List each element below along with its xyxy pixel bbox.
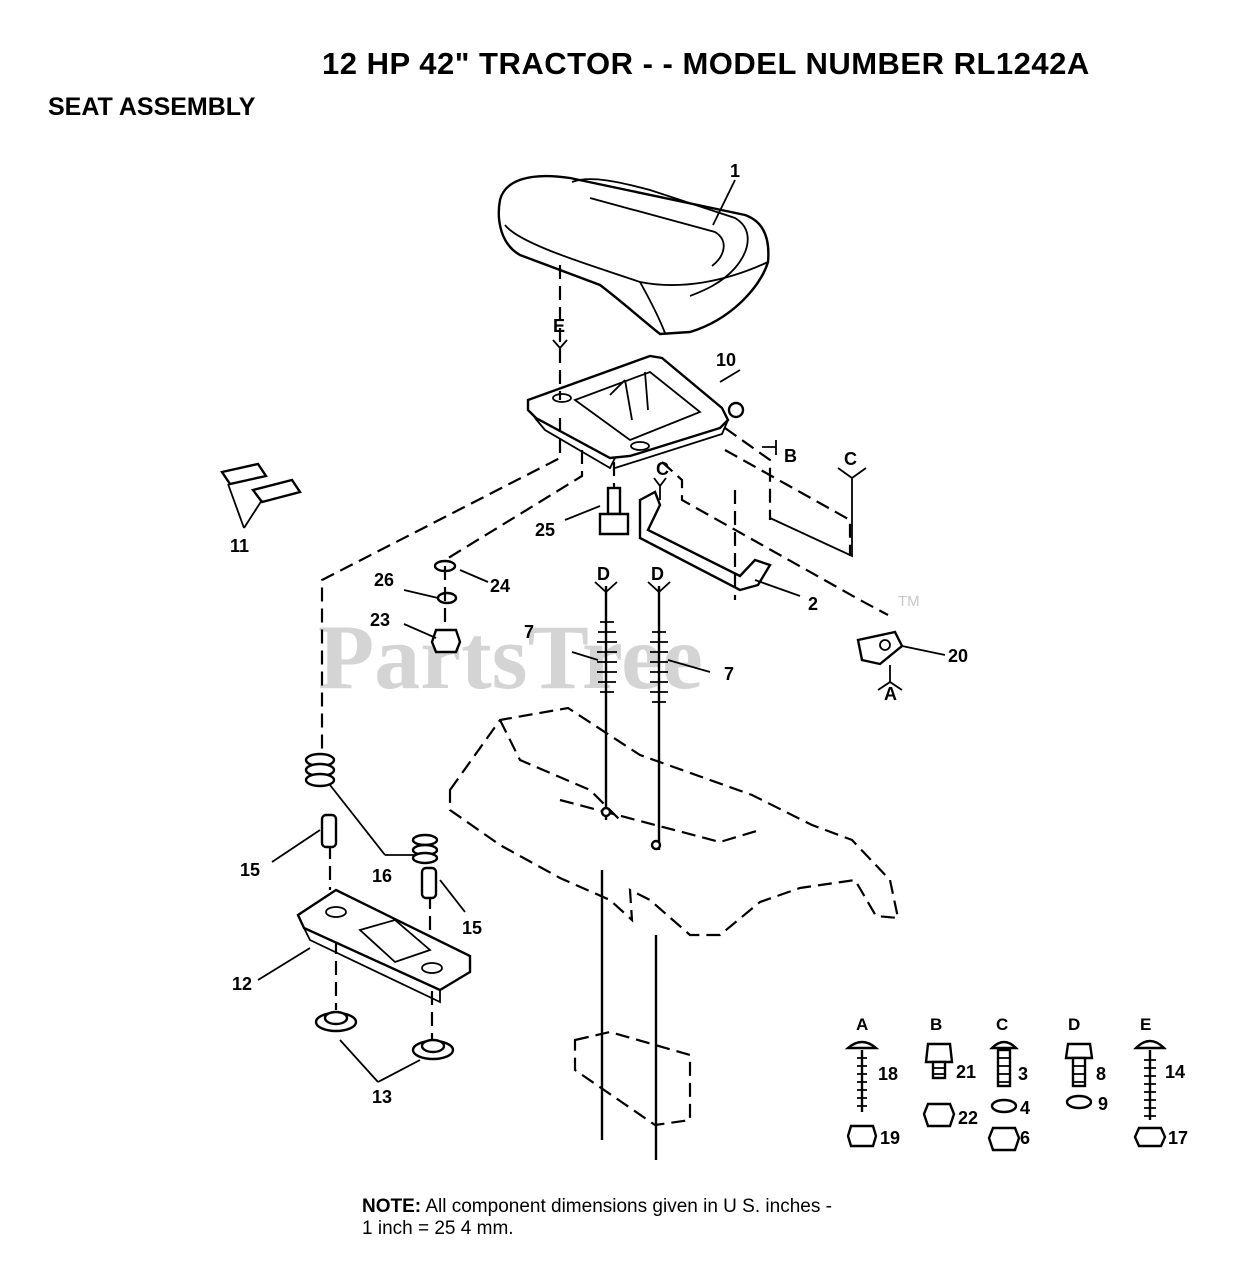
legend-letter-a: A xyxy=(856,1015,868,1034)
hardware-legend: A 18 19 B 21 22 C 3 4 6 D xyxy=(844,1015,1188,1152)
legend-letter-e: E xyxy=(1140,1015,1151,1034)
watermark-text: PartsTree xyxy=(318,606,703,708)
seat-pan-part xyxy=(526,354,745,470)
bracket-part xyxy=(638,490,801,597)
legend-part-22: 22 xyxy=(958,1108,978,1128)
dimension-note: NOTE: All component dimensions given in … xyxy=(362,1196,832,1240)
callout-d-right: D xyxy=(651,564,664,584)
legend-letter-b: B xyxy=(930,1015,942,1034)
seat-part xyxy=(497,174,770,336)
callout-16: 16 xyxy=(372,866,392,886)
callout-c-left: C xyxy=(656,459,669,479)
legend-letter-d: D xyxy=(1068,1015,1080,1034)
legend-part-19: 19 xyxy=(880,1128,900,1148)
legend-part-18: 18 xyxy=(878,1064,898,1084)
hardware-stack-part xyxy=(403,559,489,654)
note-label: NOTE: xyxy=(362,1196,422,1217)
decal-part xyxy=(220,462,302,529)
callout-13: 13 xyxy=(372,1087,392,1107)
callout-c-right: C xyxy=(844,449,857,469)
callout-2: 2 xyxy=(808,594,818,614)
plate-12-part xyxy=(257,888,472,1004)
spring-16-part xyxy=(304,752,439,865)
legend-part-3: 3 xyxy=(1018,1064,1028,1084)
bracket-20-part xyxy=(856,630,946,666)
callout-20: 20 xyxy=(948,646,968,666)
spring-7-part xyxy=(571,586,711,850)
callout-23: 23 xyxy=(370,610,390,630)
callout-b: B xyxy=(784,446,797,466)
tractor-body-outline xyxy=(448,706,900,1160)
spacer-15-part xyxy=(271,813,466,913)
watermark-tm: TM xyxy=(898,593,920,610)
callout-12: 12 xyxy=(232,974,252,994)
note-line-2: 1 inch = 25 4 mm. xyxy=(362,1218,514,1239)
legend-part-14: 14 xyxy=(1165,1062,1185,1082)
callout-d-left: D xyxy=(597,564,610,584)
callout-1: 1 xyxy=(730,161,740,181)
note-line-1: NOTE: All component dimensions given in … xyxy=(362,1196,832,1218)
callout-15-right: 15 xyxy=(462,918,482,938)
legend-part-21: 21 xyxy=(956,1062,976,1082)
legend-letter-c: C xyxy=(996,1015,1008,1034)
callout-25: 25 xyxy=(535,520,555,540)
callout-15-left: 15 xyxy=(240,860,260,880)
reference-markers xyxy=(552,339,903,691)
page-title: 12 HP 42" TRACTOR - - MODEL NUMBER RL124… xyxy=(322,46,1090,81)
note-text: All component dimensions given in U S. i… xyxy=(421,1196,832,1217)
callout-11: 11 xyxy=(230,536,249,556)
callout-e: E xyxy=(553,316,565,336)
callout-7-right: 7 xyxy=(724,664,734,684)
assembly-lines xyxy=(320,265,889,1040)
callout-26: 26 xyxy=(374,570,394,590)
bolt-25-part xyxy=(564,486,630,536)
grommet-13-part xyxy=(314,1010,455,1083)
callout-24: 24 xyxy=(490,576,510,596)
legend-part-4: 4 xyxy=(1020,1098,1030,1118)
legend-part-9: 9 xyxy=(1098,1094,1108,1114)
callout-a: A xyxy=(884,684,897,704)
section-title: SEAT ASSEMBLY xyxy=(48,93,256,121)
legend-part-6: 6 xyxy=(1020,1128,1030,1148)
legend-part-17: 17 xyxy=(1168,1128,1188,1148)
callout-10: 10 xyxy=(716,350,736,370)
callout-7-left: 7 xyxy=(524,622,534,642)
legend-part-8: 8 xyxy=(1096,1064,1106,1084)
